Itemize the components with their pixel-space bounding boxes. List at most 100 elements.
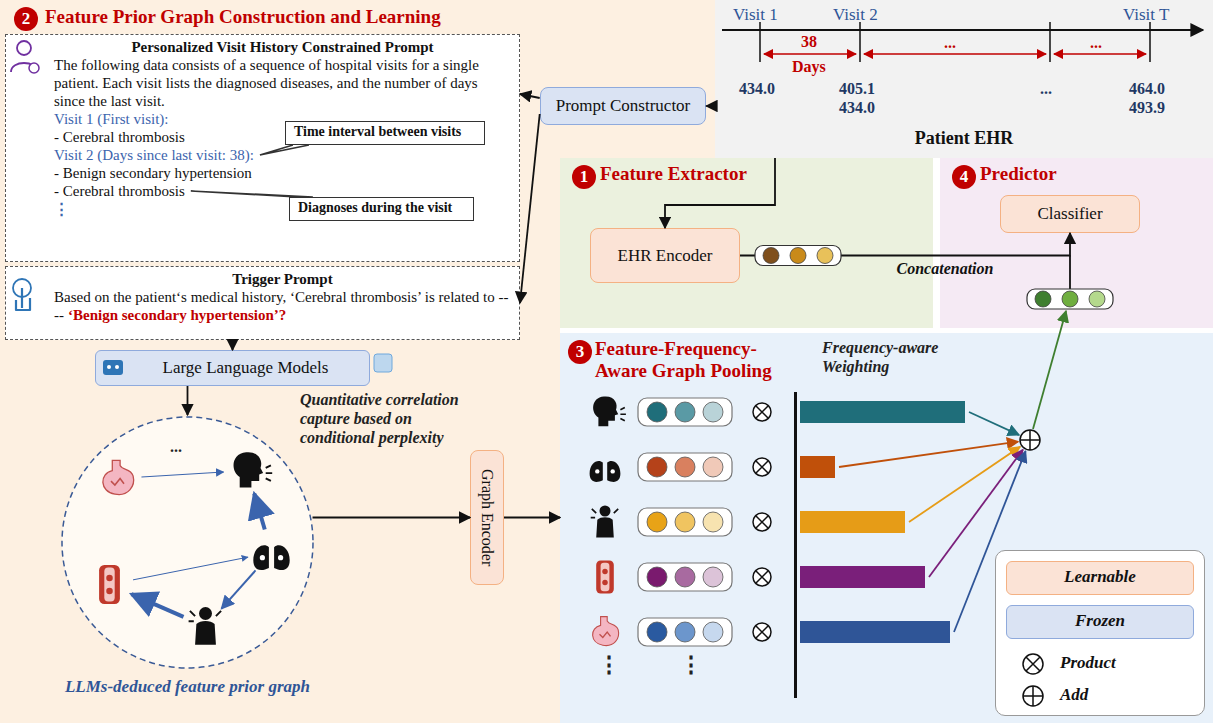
node-heading: EHR Encoder: [618, 246, 713, 266]
callout-number: 3: [568, 340, 592, 364]
callout-bubble: Diagnoses during the visit: [289, 197, 474, 221]
interval-ellipsis: ...: [944, 34, 956, 52]
weight-bar: [800, 566, 925, 588]
product-symbol: [753, 403, 771, 421]
head-icon: [234, 452, 273, 487]
embedding-cell: [703, 567, 723, 587]
symbol-ring: [1023, 654, 1043, 674]
connector-arrow: [504, 517, 560, 519]
embedding-cell: [647, 457, 667, 477]
process-box: Prompt Constructor: [540, 87, 707, 125]
annotation-text: Quantitative correlation capture based o…: [300, 390, 485, 447]
symbol-cross: [1026, 657, 1040, 671]
merge-line: [1069, 256, 1071, 290]
embedding-cell: [675, 567, 695, 587]
embedding-vector: [638, 563, 732, 591]
node-heading: Prompt Constructor: [556, 96, 691, 116]
node-heading: Time interval between visits: [294, 124, 476, 140]
connector-arrow: [740, 233, 1070, 256]
weight-bar: [800, 621, 950, 643]
timeline-tick: [1049, 22, 1051, 62]
embedding-cell: [647, 567, 667, 587]
trigger-prompt-box: Trigger PromptBased on the patient‘s med…: [5, 266, 520, 340]
interval-value: 38: [801, 33, 817, 51]
product-symbol: [753, 623, 771, 641]
diagnosis-code: 493.9: [1129, 99, 1165, 117]
interval-ellipsis: ...: [1090, 34, 1102, 52]
callout-tail: [260, 145, 309, 155]
embedding-cell: [703, 457, 723, 477]
node-heading: Feature Extractor: [600, 163, 933, 185]
connector-arrow: [706, 105, 715, 107]
learnable-encoder-box: Graph Encoder: [470, 450, 504, 585]
node-heading: LLMs-deduced feature prior graph: [30, 677, 345, 697]
timeline-label: Visit 1: [733, 5, 778, 25]
dashed-circle: [62, 417, 313, 668]
graph-outline: [60, 415, 315, 670]
interval-arrow: [764, 53, 856, 55]
timeline-label: Visit 2: [833, 5, 878, 25]
lungs-icon: [253, 537, 289, 570]
weight-bar: [800, 456, 835, 478]
connector-arrow: [313, 517, 470, 519]
node-text: Visit 2 (Days since last visit: 38):: [54, 146, 511, 164]
embedding-cell: [1035, 291, 1051, 307]
connector-label: Concatenation: [897, 260, 994, 278]
vertical-ellipsis: ⋮: [598, 652, 620, 678]
graph-ellipsis: ...: [170, 438, 182, 456]
callout-bubble: Time interval between visits: [285, 121, 485, 145]
connector-arrow: [520, 114, 540, 303]
timeline-axis: [722, 29, 1203, 31]
node-heading: Diagnoses during the visit: [298, 200, 465, 216]
patient-icon: [11, 41, 39, 73]
section-panel: Feature ExtractorEHR Encoder: [560, 158, 933, 328]
interval-unit: Days: [792, 58, 826, 76]
diagnosis-code: ...: [1040, 80, 1052, 98]
embedding-vector: [638, 453, 732, 481]
legend-text: Add: [1060, 685, 1088, 705]
head-icon: [593, 397, 626, 427]
interval-arrow: [1054, 53, 1146, 55]
learnable-encoder-box: EHR Encoder: [590, 228, 740, 283]
product-symbol: [753, 568, 771, 586]
stomach-icon: [103, 460, 134, 494]
ehr-embedding-vector: [755, 246, 841, 266]
annotation-text: Frequency-aware Weighting: [822, 338, 972, 376]
product-symbol: [753, 458, 771, 476]
legend-text: Learnable: [1006, 567, 1194, 587]
connector-arrow: [665, 158, 775, 228]
prior-graph-edge: [141, 472, 223, 477]
node-text: The following data consists of a sequenc…: [54, 56, 511, 110]
prior-graph-edge: [221, 570, 255, 608]
embedding-cell: [647, 402, 667, 422]
stomach-icon: [593, 617, 619, 646]
callout-number: 1: [572, 165, 596, 189]
legend-box: LearnableFrozenProductAdd: [995, 550, 1205, 716]
pooled-arrow: [1033, 311, 1066, 429]
node-heading: Feature-Frequency-Aware Graph Pooling: [595, 338, 790, 382]
callout-number: 2: [14, 7, 38, 31]
node-heading: Classifier: [1037, 204, 1102, 224]
timeline-tick: [1149, 22, 1151, 62]
prior-graph-edge: [131, 594, 183, 617]
weight-bar: [800, 511, 905, 533]
interval-arrow: [864, 53, 1046, 55]
embedding-cell: [675, 402, 695, 422]
diagnosis-code: 464.0: [1129, 80, 1165, 98]
embedding-cell: [1062, 291, 1078, 307]
node-text: - Benign secondary hypertension: [54, 164, 511, 182]
add-symbol: [1018, 681, 1048, 711]
timeline-tick: [859, 22, 861, 62]
prompt-box: Personalized Visit History Constrained P…: [5, 34, 520, 262]
legend-text: Frozen: [1006, 611, 1194, 631]
product-symbol: [753, 513, 771, 531]
weight-arrow: [954, 451, 1026, 632]
timeline-tick: [759, 22, 761, 62]
node-heading: Trigger Prompt: [54, 270, 511, 288]
node-text: ‘Benign secondary hypertension’?: [68, 307, 286, 323]
embedding-cell: [675, 622, 695, 642]
frozen-model-box: Large Language Models: [95, 350, 370, 386]
symbol-cross: [1023, 686, 1043, 706]
section-panel: PredictorClassifier: [940, 158, 1213, 328]
